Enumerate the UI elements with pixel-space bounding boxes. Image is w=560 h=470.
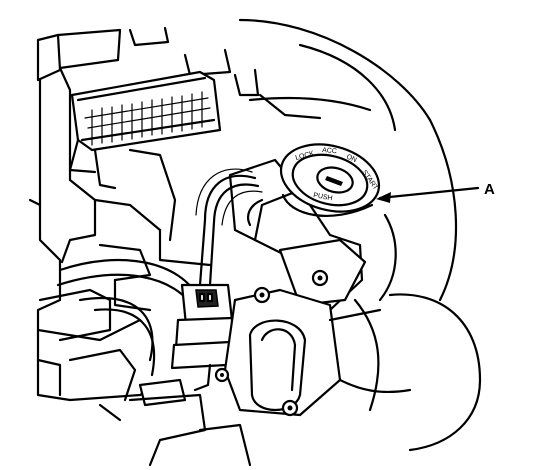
ignition-switch: LOCK ACC ON START PUSH xyxy=(228,143,381,312)
key-cylinder xyxy=(279,143,381,217)
column-housing xyxy=(238,18,458,302)
switch-wire-harness xyxy=(195,168,264,287)
position-label-acc: ACC xyxy=(322,147,337,155)
lower-bracket xyxy=(214,286,342,417)
bracket-bolt-lower-left xyxy=(214,367,230,383)
bracket-bolt-lower-right xyxy=(281,399,299,417)
small-connector xyxy=(170,283,234,392)
multi-pin-connector xyxy=(68,70,222,190)
connector-pins xyxy=(91,91,203,146)
callout-label-a: A xyxy=(484,181,495,198)
callout-a-leader xyxy=(376,186,480,203)
bracket-bolt-upper xyxy=(253,286,271,304)
mounting-bolt xyxy=(311,269,329,287)
push-label: PUSH xyxy=(313,192,333,202)
position-label-lock: LOCK xyxy=(295,150,316,162)
lower-shroud xyxy=(328,293,482,452)
position-label-on: ON xyxy=(345,153,357,164)
lower-left-bracket xyxy=(98,378,252,467)
